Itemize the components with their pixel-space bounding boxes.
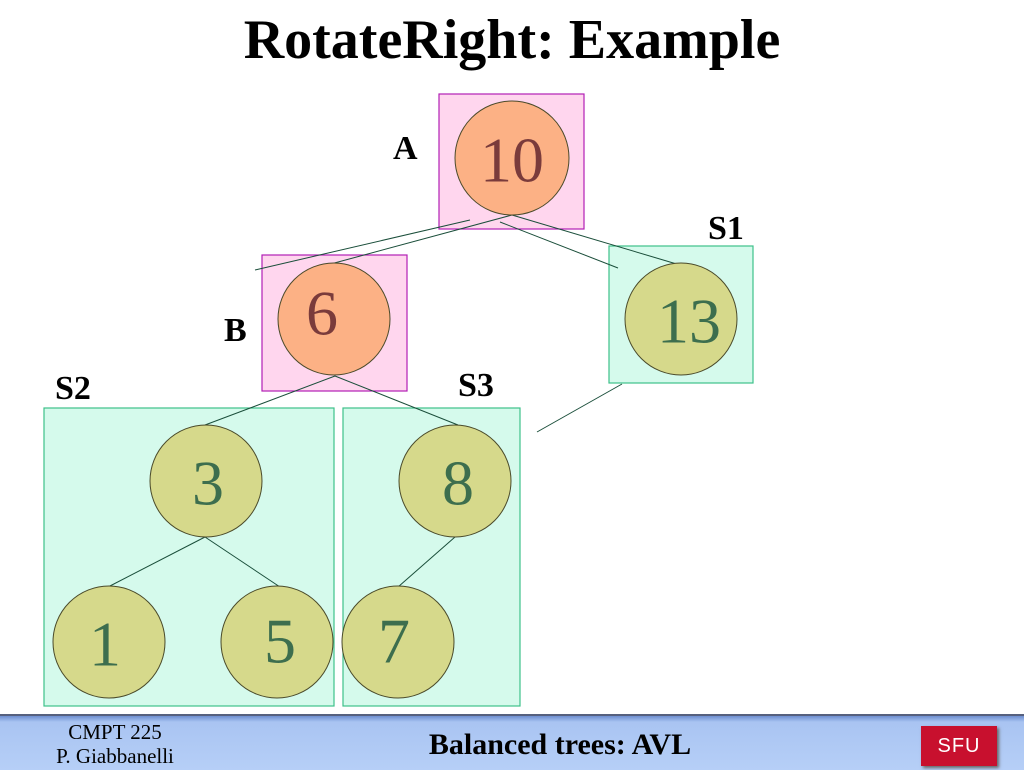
edge-6-8	[334, 375, 459, 426]
node-3: 3	[149, 424, 263, 538]
edge-extra-right	[499, 221, 619, 269]
node-7-label: 7	[378, 606, 410, 677]
node-7: 7	[341, 585, 455, 699]
sfu-logo: SFU	[921, 726, 997, 766]
edge-8-7	[397, 536, 456, 588]
node-13: 13	[624, 262, 738, 376]
node-3-label: 3	[192, 448, 224, 519]
node-6: 6	[277, 262, 391, 376]
tag-s3: S3	[458, 367, 494, 404]
slide-topic: Balanced trees: AVL	[428, 728, 692, 761]
node-8-label: 8	[442, 448, 474, 519]
tag-s1: S1	[708, 210, 744, 247]
course-author: P. Giabbanelli	[56, 744, 174, 768]
edge-extra-s3	[536, 383, 623, 433]
node-10: 10	[454, 100, 570, 216]
edge-3-5	[204, 536, 281, 588]
node-13-label: 13	[657, 286, 721, 357]
avl-rotation-diagram: 10 6 13 3 8 1 5 7 A B S1 S2 S3	[43, 93, 754, 707]
node-5-label: 5	[264, 606, 296, 677]
course-code: CMPT 225	[68, 720, 162, 744]
tag-b: B	[224, 312, 247, 349]
course-info: CMPT 225 P. Giabbanelli	[20, 720, 210, 768]
node-8: 8	[398, 424, 512, 538]
edge-6-3	[204, 375, 336, 426]
node-5: 5	[220, 585, 334, 699]
edge-10-6	[326, 214, 513, 266]
edge-3-1	[107, 536, 206, 588]
node-10-label: 10	[480, 125, 544, 196]
edge-extra-left	[254, 219, 471, 271]
node-1-label: 1	[89, 609, 121, 680]
edge-10-13	[511, 214, 681, 266]
slide-title: RotateRight: Example	[243, 9, 781, 71]
tag-s2: S2	[55, 370, 91, 407]
node-6-label: 6	[306, 278, 338, 349]
node-1: 1	[52, 585, 166, 699]
tag-a: A	[393, 130, 418, 167]
slide-footer: CMPT 225 P. Giabbanelli Balanced trees: …	[0, 714, 1024, 770]
